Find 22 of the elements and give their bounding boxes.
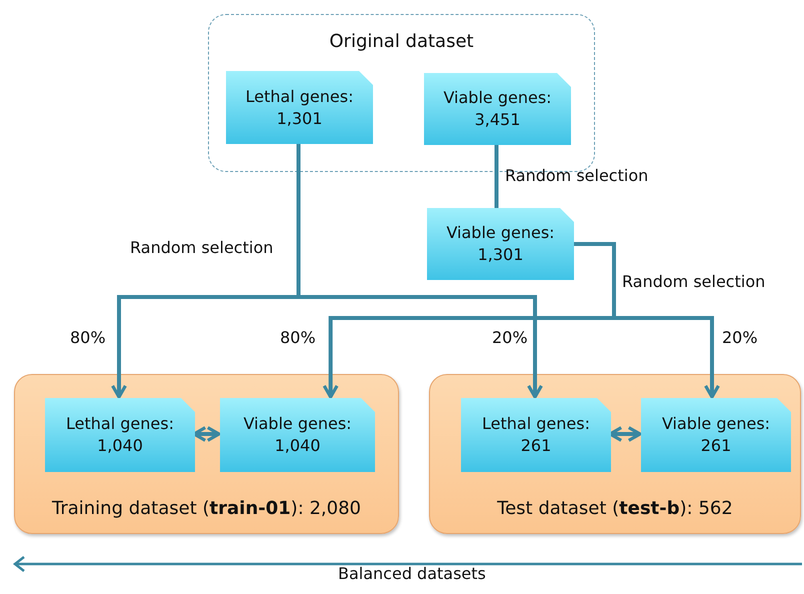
gene-set-box: Viable genes: 3,451 [424, 73, 571, 145]
edge-label: 20% [492, 328, 528, 347]
gene-set-box: Viable genes: 261 [641, 398, 791, 472]
gene-set-box: Viable genes: 1,040 [220, 398, 375, 472]
connector-arrow [574, 242, 720, 399]
dataset-panel [429, 374, 801, 534]
gene-set-box: Lethal genes: 261 [461, 398, 611, 472]
edge-label: 20% [722, 328, 758, 347]
edge-label: 80% [280, 328, 316, 347]
gene-set-box: Viable genes: 1,301 [427, 208, 574, 280]
connector-arrow [296, 143, 543, 399]
group-title: Original dataset [328, 31, 475, 52]
annotation-label: Random selection [622, 272, 766, 291]
edge-label: Random selection [505, 166, 648, 185]
annotation-label: Balanced datasets [338, 564, 486, 583]
edge-label: 80% [70, 328, 106, 347]
group-title: Test dataset (test-b): 562 [496, 498, 734, 519]
dataset-panel [14, 374, 399, 534]
annotation-label: Random selection [130, 238, 274, 257]
group-title: Training dataset (train-01): 2,080 [50, 498, 362, 519]
gene-set-box: Lethal genes: 1,040 [45, 398, 195, 472]
gene-set-box: Lethal genes: 1,301 [226, 71, 373, 144]
